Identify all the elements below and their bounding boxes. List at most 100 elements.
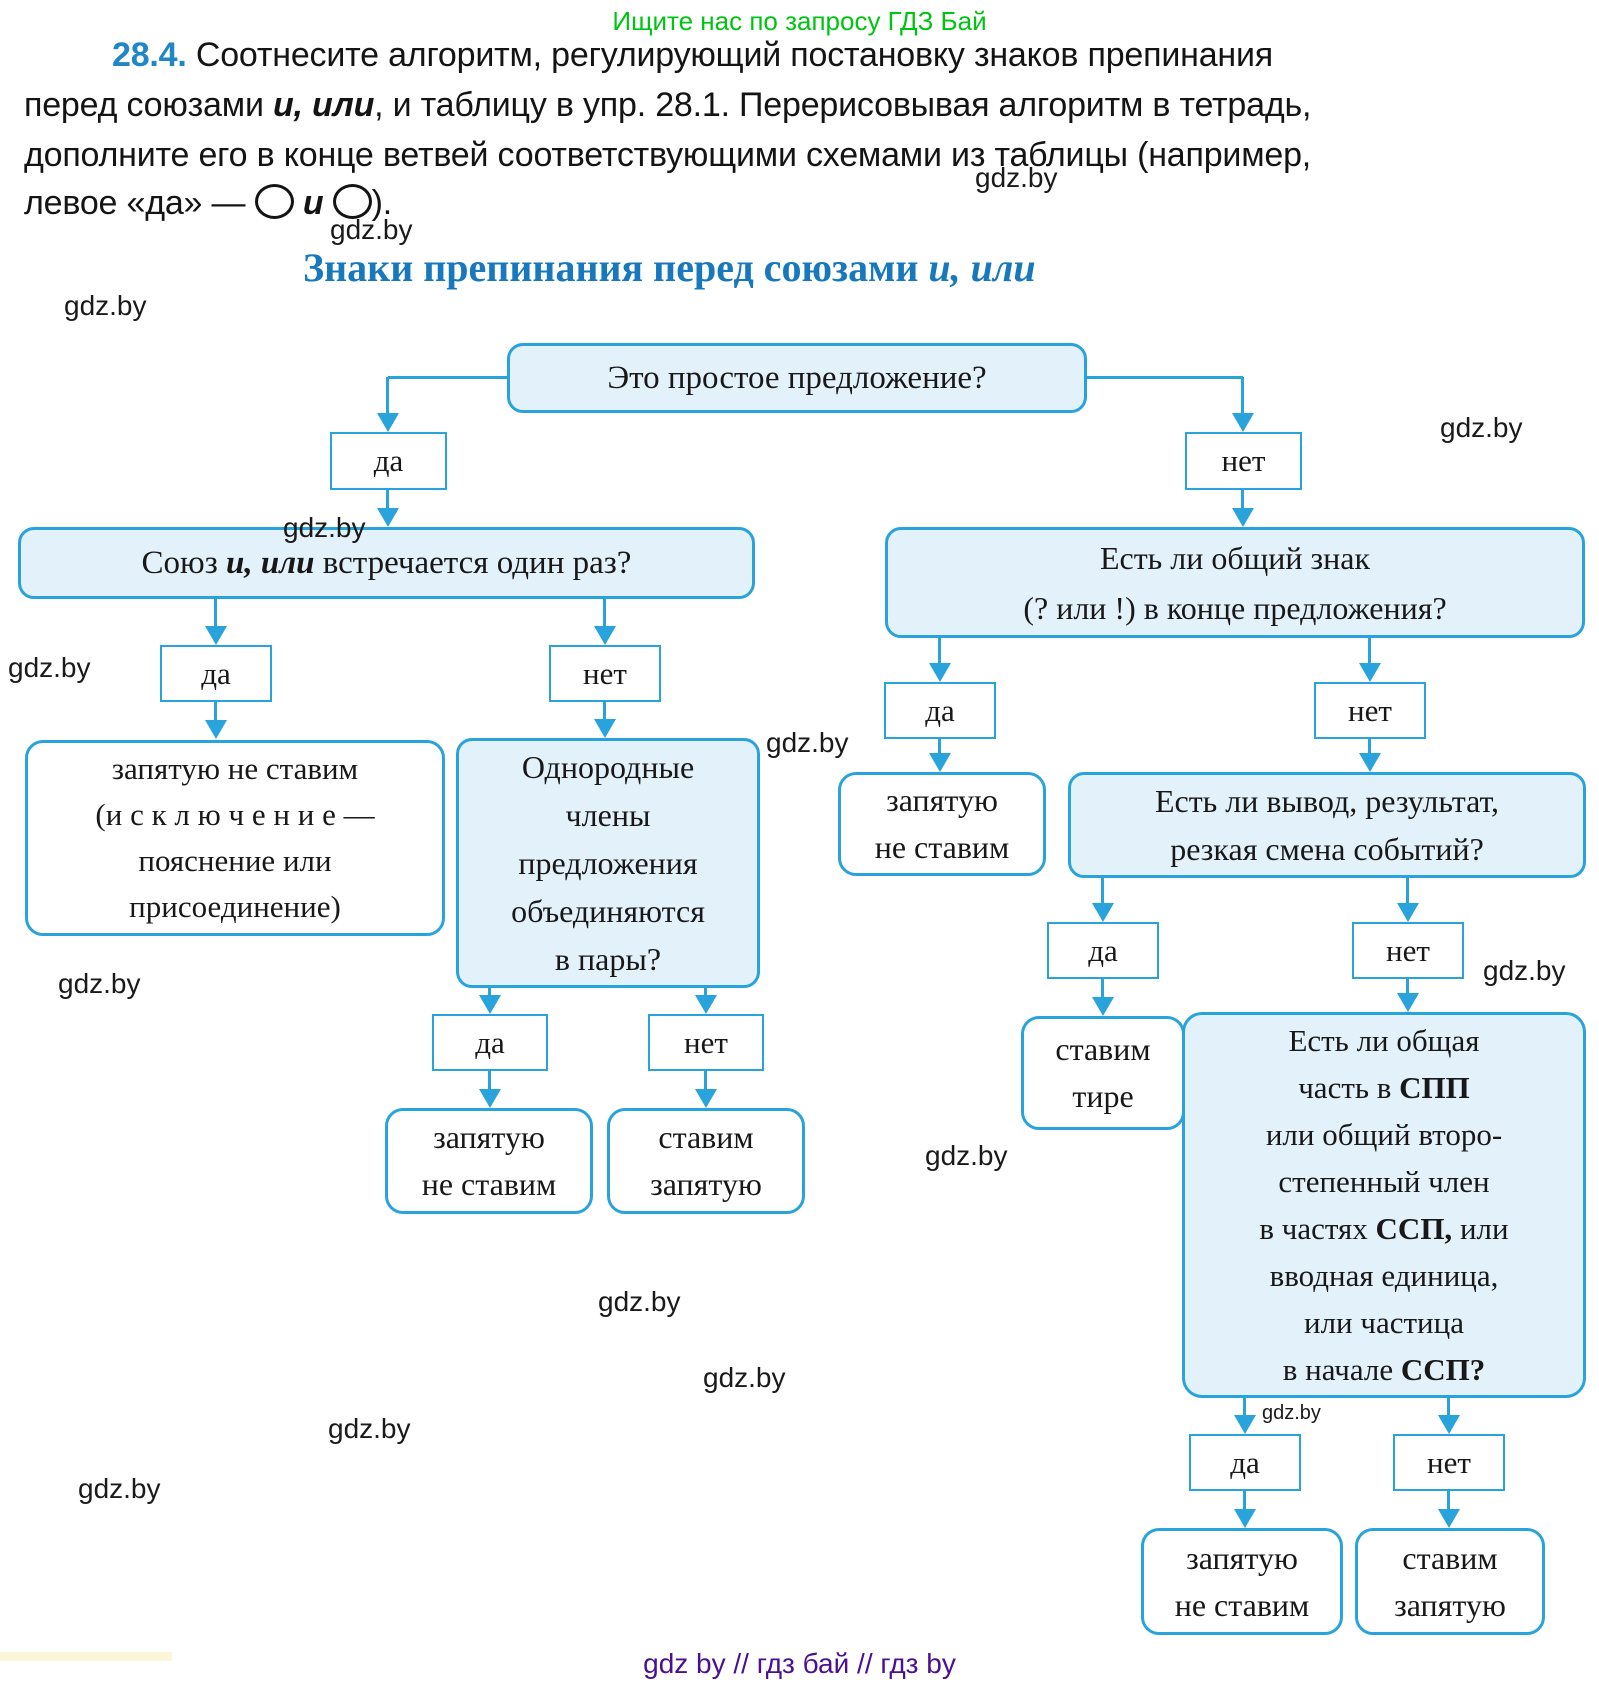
task-line-1: 28.4. Соотнесите алгоритм, регулирующий … xyxy=(112,36,1273,74)
connector-line xyxy=(1447,1491,1450,1510)
connector-line xyxy=(938,739,941,754)
yes-box: да xyxy=(884,682,996,739)
connector-line xyxy=(704,988,707,997)
connector-line xyxy=(214,702,217,721)
node-result-no-comma: запятую не ставим xyxy=(385,1108,593,1214)
connector-line xyxy=(603,702,606,720)
watermark: gdz.by xyxy=(1262,1402,1321,1424)
node-question-common-part: Есть ли общая часть в СПП или общий втор… xyxy=(1182,1012,1586,1398)
yes-box: да xyxy=(432,1014,548,1071)
no-box: нет xyxy=(549,645,661,702)
connector-line xyxy=(1101,979,1104,998)
watermark: gdz.by xyxy=(598,1286,681,1317)
watermark: gdz.by xyxy=(8,652,91,683)
watermark: gdz.by xyxy=(703,1362,786,1393)
arrow-down-icon xyxy=(205,720,227,739)
node-question-homogeneous-pairs: Однородные члены предложения объединяютс… xyxy=(456,738,760,988)
arrow-down-icon xyxy=(594,719,616,738)
connector-line xyxy=(1447,1398,1450,1416)
connector-line xyxy=(1241,490,1244,509)
watermark: gdz.by xyxy=(58,968,141,999)
arrow-down-icon xyxy=(594,626,616,645)
connector-line xyxy=(1241,377,1244,414)
watermark: gdz.by xyxy=(766,727,849,758)
scan-artifact-strip xyxy=(0,1652,172,1661)
node-result-no-comma: запятую не ставим xyxy=(1141,1528,1343,1635)
connector-line xyxy=(488,1071,491,1091)
connector-line xyxy=(214,599,217,627)
arrow-down-icon xyxy=(1092,997,1114,1016)
arrow-down-icon xyxy=(1092,903,1114,922)
arrow-down-icon xyxy=(1234,1415,1256,1434)
arrow-down-icon xyxy=(1232,508,1254,527)
arrow-down-icon xyxy=(1359,753,1381,772)
connector-line xyxy=(1087,376,1243,379)
arrow-down-icon xyxy=(695,995,717,1014)
connector-line xyxy=(1406,878,1409,904)
arrow-down-icon xyxy=(1438,1509,1460,1528)
watermark: gdz.by xyxy=(330,214,413,245)
arrow-down-icon xyxy=(929,663,951,682)
connector-line xyxy=(386,377,389,414)
no-box: нет xyxy=(1393,1434,1505,1491)
scheme-circle-icon xyxy=(332,184,372,219)
connector-line xyxy=(603,599,606,627)
diagram-title: Знаки препинания перед союзами и, или xyxy=(303,245,1036,290)
watermark: gdz.by xyxy=(925,1140,1008,1171)
connector-line xyxy=(488,988,491,997)
task-number: 28.4. xyxy=(112,36,187,74)
arrow-down-icon xyxy=(1359,663,1381,682)
task-line-3: дополните его в конце ветвей соответству… xyxy=(24,136,1312,174)
no-box: нет xyxy=(1352,922,1464,979)
node-result-put-comma: ставим запятую xyxy=(1355,1528,1545,1635)
node-result-no-comma-exception: запятую не ставим (и с к л ю ч е н и е —… xyxy=(25,740,445,936)
connector-line xyxy=(388,376,507,379)
page-footer: gdz by // гдз бай // гдз by xyxy=(643,1648,956,1679)
connector-line xyxy=(1368,638,1371,664)
arrow-down-icon xyxy=(1397,903,1419,922)
yes-box: да xyxy=(330,432,447,490)
watermark: gdz.by xyxy=(283,512,366,543)
node-question-common-end-sign: Есть ли общий знак (? или !) в конце пре… xyxy=(885,527,1585,638)
task-line-4: левое «да» — и ). xyxy=(24,184,393,222)
watermark: gdz.by xyxy=(1440,412,1523,443)
watermark: gdz.by xyxy=(64,290,147,321)
arrow-down-icon xyxy=(479,1089,501,1108)
yes-box: да xyxy=(1047,922,1159,979)
connector-line xyxy=(1243,1491,1246,1510)
connector-line xyxy=(1243,1398,1246,1416)
node-root-question: Это простое предложение? xyxy=(507,343,1087,413)
no-box: нет xyxy=(648,1014,764,1071)
node-result-put-dash: ставим тире xyxy=(1021,1016,1185,1130)
watermark: gdz.by xyxy=(1483,955,1566,986)
node-result-no-comma: запятую не ставим xyxy=(838,772,1046,876)
arrow-down-icon xyxy=(695,1089,717,1108)
connector-line xyxy=(704,1071,707,1091)
connector-line xyxy=(386,490,389,509)
arrow-down-icon xyxy=(1232,413,1254,432)
connector-line xyxy=(1406,979,1409,994)
yes-box: да xyxy=(1189,1434,1301,1491)
watermark: gdz.by xyxy=(78,1473,161,1504)
node-question-result-sudden-change: Есть ли вывод, результат, резкая смена с… xyxy=(1068,772,1586,878)
arrow-down-icon xyxy=(1234,1509,1256,1528)
yes-box: да xyxy=(160,645,272,702)
arrow-down-icon xyxy=(1438,1415,1460,1434)
no-box: нет xyxy=(1314,682,1426,739)
arrow-down-icon xyxy=(377,413,399,432)
watermark: gdz.by xyxy=(975,162,1058,193)
arrow-down-icon xyxy=(479,995,501,1014)
node-question-single-occurrence: Союз и, или встречается один раз? xyxy=(18,527,755,599)
watermark: gdz.by xyxy=(328,1413,411,1444)
connector-line xyxy=(938,638,941,664)
connector-line xyxy=(1101,878,1104,904)
arrow-down-icon xyxy=(377,508,399,527)
node-result-put-comma: ставим запятую xyxy=(607,1108,805,1214)
arrow-down-icon xyxy=(929,753,951,772)
connector-line xyxy=(1368,739,1371,754)
scheme-circle-icon xyxy=(254,184,294,219)
arrow-down-icon xyxy=(205,626,227,645)
arrow-down-icon xyxy=(1397,993,1419,1012)
task-line-2: перед союзами и, или, и таблицу в упр. 2… xyxy=(24,86,1312,124)
